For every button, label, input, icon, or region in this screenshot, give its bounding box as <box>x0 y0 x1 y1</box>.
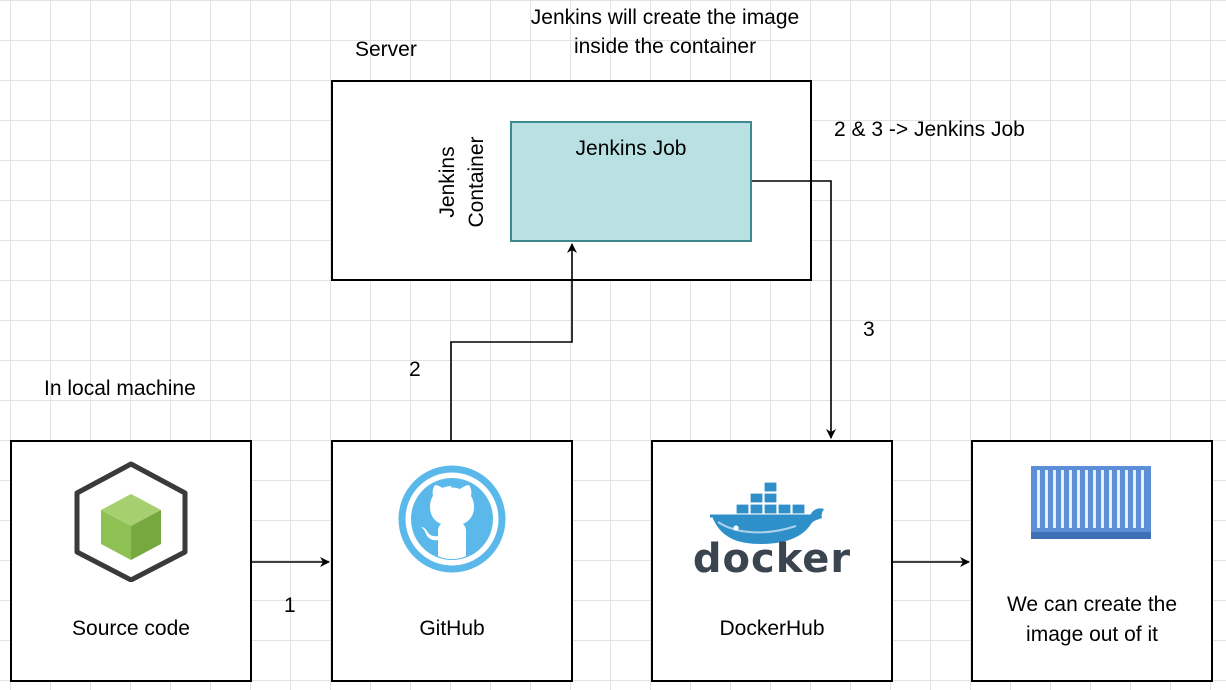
jenkins-job-note: 2 & 3 -> Jenkins Job <box>834 118 1025 141</box>
edge-jenkins-job-to-dockerhub[interactable] <box>752 180 836 439</box>
local-machine-label: In local machine <box>44 377 196 400</box>
top-note: Jenkins will create the image inside the… <box>490 3 840 62</box>
top-note-line2: inside the container <box>573 35 757 59</box>
jenkins-job-label: Jenkins Job <box>575 137 687 160</box>
source-code-node[interactable] <box>10 440 252 682</box>
source-code-label: Source code <box>72 617 190 640</box>
github-icon <box>398 465 506 573</box>
edge-label-2: 2 <box>409 358 421 381</box>
github-label: GitHub <box>419 617 485 640</box>
dockerhub-label: DockerHub <box>719 617 825 640</box>
docker-logo-text: docker <box>692 536 852 582</box>
dockerhub-node[interactable] <box>651 440 893 682</box>
docker-icon <box>710 481 824 544</box>
package-cube-icon <box>74 461 188 582</box>
edge-label-3: 3 <box>863 318 875 341</box>
image-label: We can create the image out of it <box>971 590 1213 651</box>
edge-label-1: 1 <box>284 594 296 617</box>
container-icon <box>1031 466 1151 539</box>
image-label-line2: image out of it <box>1026 623 1158 647</box>
edge-github-to-jenkins-job[interactable] <box>450 243 577 440</box>
image-label-line1: We can create the <box>1006 593 1178 616</box>
top-note-line1: Jenkins will create the image <box>530 6 800 29</box>
jenkins-job-box[interactable] <box>510 121 752 242</box>
server-label: Server <box>355 38 417 61</box>
